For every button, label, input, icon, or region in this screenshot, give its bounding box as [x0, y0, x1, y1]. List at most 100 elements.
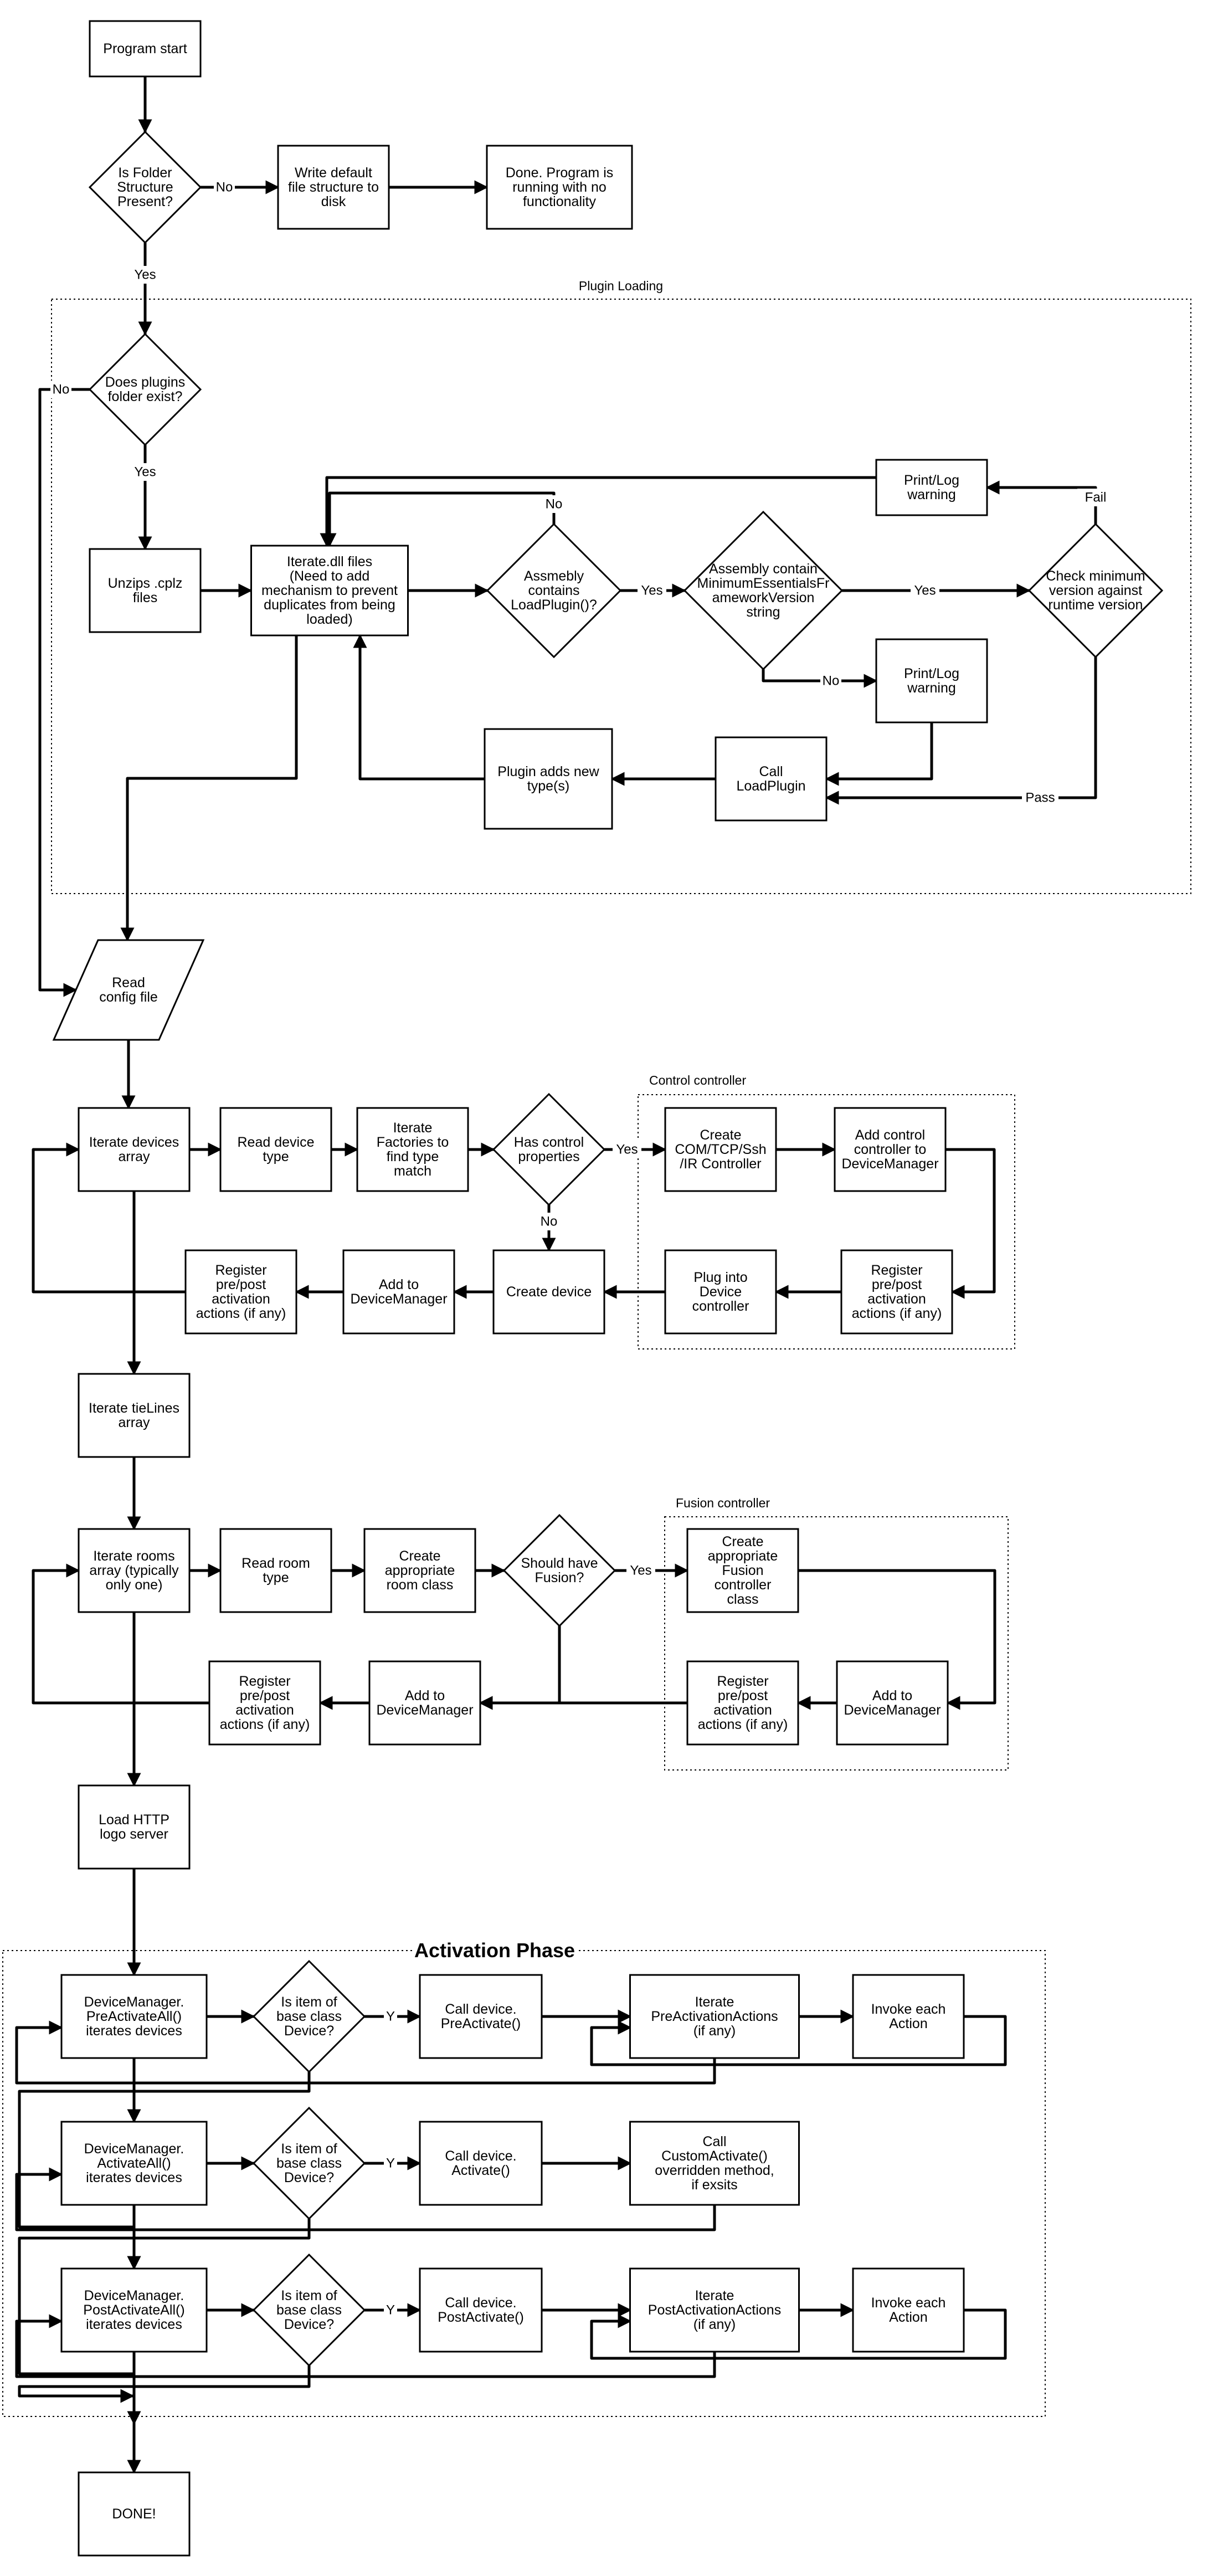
node-label-line: class [727, 1592, 759, 1607]
flow-arrow-52 [15, 2020, 716, 2085]
node-label-line: Iterate devices [89, 1135, 179, 1150]
node-label-line: pre/post [216, 1277, 266, 1292]
edge-label-bg [384, 2301, 397, 2319]
node-label-line: runtime version [1049, 597, 1143, 613]
node-label-line: Iterate [695, 1994, 734, 2010]
flow-arrow-18 [353, 634, 485, 781]
node-label-line: base class [276, 2156, 342, 2171]
flow-arrow-39 [798, 1569, 996, 1710]
process-box [875, 459, 988, 516]
node-label-line: controller [692, 1299, 749, 1314]
node-label-line: DeviceManager [844, 1702, 941, 1718]
node-label-line: Check minimum [1046, 568, 1145, 584]
decision-diamond [88, 130, 202, 244]
node-label-line: only one) [106, 1577, 163, 1593]
node-label-line: activation [867, 1291, 926, 1307]
decision-diamond [252, 2106, 366, 2220]
node-label-line: (if any) [693, 2317, 736, 2332]
node-contains-minver: Assembly containMinimumEssentialsFramewo… [683, 510, 844, 671]
node-label-line: disk [321, 194, 346, 209]
node-label-line: Done. Program is [506, 165, 614, 181]
flow-arrow-14 [322, 491, 556, 547]
node-label-line: Present? [117, 194, 173, 209]
process-box [664, 1107, 777, 1192]
edge-label-bg [911, 582, 939, 599]
node-label-line: PostActivateAll() [83, 2302, 184, 2318]
node-label-line: match [394, 1163, 431, 1179]
process-box [484, 728, 613, 830]
edge-label-loadplugin-no: No [546, 497, 563, 512]
node-label-line: Device? [284, 2023, 334, 2039]
node-label-line: string [746, 604, 780, 620]
process-box [363, 1528, 476, 1613]
input-parallelogram [52, 939, 205, 1041]
node-label-line: Add to [872, 1688, 912, 1703]
edge-label-minver-no: No [823, 674, 840, 689]
node-label-line: type [263, 1570, 289, 1585]
node-label-line: DeviceManager [376, 1702, 473, 1718]
node-label-line: Iterate tieLines [89, 1400, 179, 1416]
node-label-line: DONE! [112, 2506, 156, 2522]
flow-arrow-67 [18, 2365, 311, 2403]
node-label-line: Is item of [281, 1994, 337, 2010]
process-box [89, 20, 202, 78]
plugin-loading-group [51, 299, 1191, 894]
node-label-line: Load HTTP [99, 1812, 169, 1828]
decision-diamond [492, 1092, 606, 1207]
process-box [277, 145, 390, 230]
node-label-line: actions (if any) [698, 1717, 788, 1732]
process-box [875, 638, 988, 723]
edge-label-folder-yes: Yes [134, 268, 156, 283]
node-label-line: base class [276, 2302, 342, 2318]
plugin-loading-label: Plugin Loading [579, 279, 663, 293]
node-label-line: appropriate [708, 1548, 778, 1564]
node-label-line: Print/Log [904, 473, 959, 488]
node-label-line: PreActivateAll() [86, 2009, 182, 2024]
flow-arrow-66 [15, 2314, 716, 2378]
node-label-line: properties [518, 1149, 579, 1164]
node-label-line: Read room [241, 1556, 310, 1571]
node-label-line: COM/TCP/Ssh [675, 1142, 766, 1157]
edge-label-loadplugin-yes: Yes [641, 583, 662, 598]
process-box [342, 1249, 455, 1335]
node-label-line: config file [99, 989, 158, 1005]
process-box [686, 1660, 799, 1746]
node-label-line: activation [713, 1702, 772, 1718]
node-label-line: actions (if any) [196, 1306, 286, 1321]
node-label-line: file structure to [288, 179, 379, 195]
node-label-line: Invoke each [871, 2002, 946, 2017]
node-label-line: PreActivationActions [651, 2009, 778, 2024]
node-label-line: Iterate.dll files [287, 554, 372, 569]
node-label-line: logo server [100, 1826, 168, 1842]
node-label-line: contains [528, 583, 579, 598]
process-box [78, 2471, 191, 2557]
node-label-line: duplicates from being [264, 597, 395, 613]
node-label-line: Device? [284, 2317, 334, 2332]
node-label-line: Call [759, 764, 783, 779]
node-label-line: DeviceManager [841, 1156, 938, 1172]
flow-arrow-42 [479, 1626, 561, 1710]
node-label-line: Write default [295, 165, 372, 181]
process-box [60, 2267, 208, 2353]
process-box [78, 1373, 191, 1458]
node-label-line: Iterate [695, 2288, 734, 2303]
flow-arrow-26 [945, 1148, 996, 1299]
node-label-line: Invoke each [871, 2295, 946, 2311]
node-label-line: (if any) [693, 2023, 736, 2039]
flow-arrow-32 [32, 1142, 186, 1294]
